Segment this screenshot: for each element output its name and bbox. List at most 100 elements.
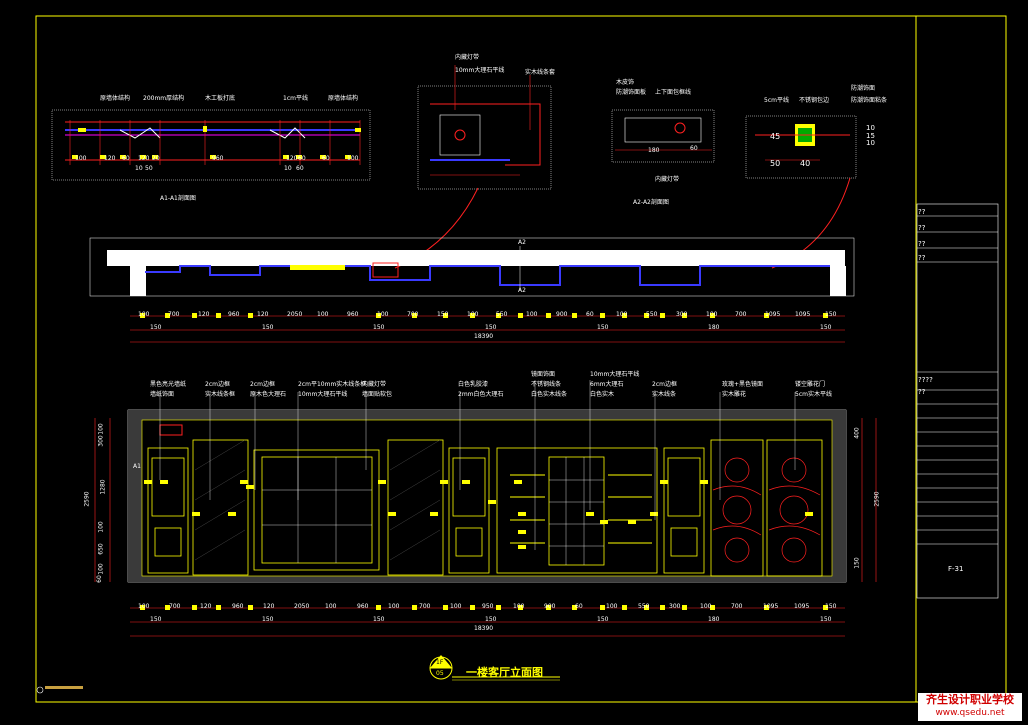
dim: 150 [853, 557, 861, 569]
dim: 60 [122, 155, 130, 162]
dim-label: 150 [485, 616, 497, 623]
dim-label: 100 [138, 311, 150, 318]
dim-label: 150 [373, 324, 385, 331]
drawing-title: 一楼客厅立面图 [466, 666, 543, 679]
callout: 200mm厚结构 [143, 95, 185, 102]
callout: 镜面饰面 [531, 371, 556, 378]
callout: 2cm边框 [652, 381, 677, 388]
section-marker-a2-bottom: A2 [518, 287, 526, 294]
callout: 白色乳胶漆 [458, 381, 489, 388]
title-block-row: ?? [918, 254, 926, 262]
dim-label: 100 [616, 311, 628, 318]
callout: 白色实木 [590, 391, 615, 398]
dim: 100 [75, 155, 87, 162]
dim: 40 [800, 159, 811, 168]
dim: 20 [152, 155, 160, 162]
dim-label: 900 [556, 311, 568, 318]
elev-height-left: 2590 [83, 491, 91, 507]
callout: 木皮饰 [616, 79, 635, 86]
callout: 实木线条框 [205, 391, 236, 398]
callout: 内藏灯带 [362, 381, 387, 388]
title-block-row: ?? [918, 208, 926, 216]
dim: 10 [866, 124, 875, 132]
dim-label: 180 [708, 324, 720, 331]
dim: 400 [853, 427, 861, 439]
dim-label: 700 [169, 603, 181, 610]
dim-label: 100 [325, 603, 337, 610]
dim-label: 100 [467, 311, 479, 318]
dim-label: 900 [544, 603, 556, 610]
section-marker-a2-top: A2 [518, 239, 526, 246]
drawing-border [35, 15, 1007, 703]
title-block-row: ?? [918, 388, 926, 396]
dim: 650 [97, 543, 105, 555]
dim: 50 [145, 165, 153, 172]
brand-watermark: 齐生设计职业学校 www.qsedu.net [918, 693, 1022, 721]
dim-label: 120 [263, 603, 275, 610]
plan-total-dim: 18390 [474, 333, 494, 340]
callout: 5cm实木平线 [795, 391, 832, 398]
dim: 60 [296, 165, 304, 172]
brand-url: www.qsedu.net [935, 708, 1005, 718]
title-symbol-top: 1F [436, 659, 444, 666]
elev-height-right: 2590 [873, 491, 881, 507]
callout: 1cm平线 [283, 95, 308, 102]
dim-label: 2050 [287, 311, 303, 318]
section-marker-a1: A1 [133, 463, 141, 470]
dim: 1280 [99, 479, 107, 495]
callout: 2mm白色大理石 [458, 391, 504, 398]
dim-label: 550 [638, 603, 650, 610]
dim-label: 700 [731, 603, 743, 610]
dim-label: 100 [513, 603, 525, 610]
callout: 不锈钢包边 [799, 97, 830, 104]
callout: 原墙体结构 [100, 95, 131, 102]
title-block-table [916, 203, 999, 599]
callout: 防潮饰面粘条 [851, 97, 888, 104]
callout: 10mm大理石平线 [298, 391, 348, 398]
dim-label: 150 [485, 324, 497, 331]
dim-label: 100 [317, 311, 329, 318]
dim-label: 150 [373, 616, 385, 623]
dim: 60 [322, 155, 330, 162]
dim-label: 550 [646, 311, 658, 318]
callout: 防潮饰面 [851, 85, 876, 92]
dim-label: 550 [496, 311, 508, 318]
callout: 10mm大理石平线 [590, 371, 640, 378]
callout: 内藏灯带 [455, 54, 480, 61]
dim-label: 100 [526, 311, 538, 318]
callout: 实木线条套 [525, 69, 556, 76]
callout: 不锈钢线条 [531, 381, 562, 388]
dim-label: 60 [586, 311, 594, 318]
dim-label: 100 [606, 603, 618, 610]
brand-name: 齐生设计职业学校 [926, 693, 1014, 706]
dim: 100 [347, 155, 359, 162]
dim-label: 960 [232, 603, 244, 610]
dim: 960 [212, 155, 224, 162]
elevation-dimensions [94, 418, 877, 637]
callout: 玫瑰+黑色镜面 [722, 381, 764, 388]
dim-label: 150 [150, 324, 162, 331]
dim-label: 100 [138, 603, 150, 610]
callout: 原墙体结构 [328, 95, 359, 102]
dim: 180 [648, 147, 660, 154]
callout: 墙面贴软包 [362, 391, 393, 398]
dim: 300 [97, 435, 105, 447]
callout: 木工板打底 [205, 95, 236, 102]
a1-section-detail [51, 109, 371, 181]
callout: 10mm大理石平线 [455, 67, 505, 74]
callout: 防潮饰面板 [616, 89, 647, 96]
callout: 墙纸饰面 [150, 391, 175, 398]
dim-label: 150 [820, 324, 832, 331]
dim-label: 950 [482, 603, 494, 610]
callout: 6mm大理石 [590, 381, 624, 388]
dim-label: 150 [262, 324, 274, 331]
dim-label: 300 [676, 311, 688, 318]
callout: 原木色大理石 [250, 391, 287, 398]
dim-label: 960 [228, 311, 240, 318]
elevation-ticks [140, 313, 828, 610]
a2-right-detail [611, 109, 857, 179]
dim: 100 [97, 423, 105, 435]
dim-label: 700 [735, 311, 747, 318]
dim-label: 700 [168, 311, 180, 318]
section-label-a1: A1-A1剖面图 [160, 195, 196, 202]
